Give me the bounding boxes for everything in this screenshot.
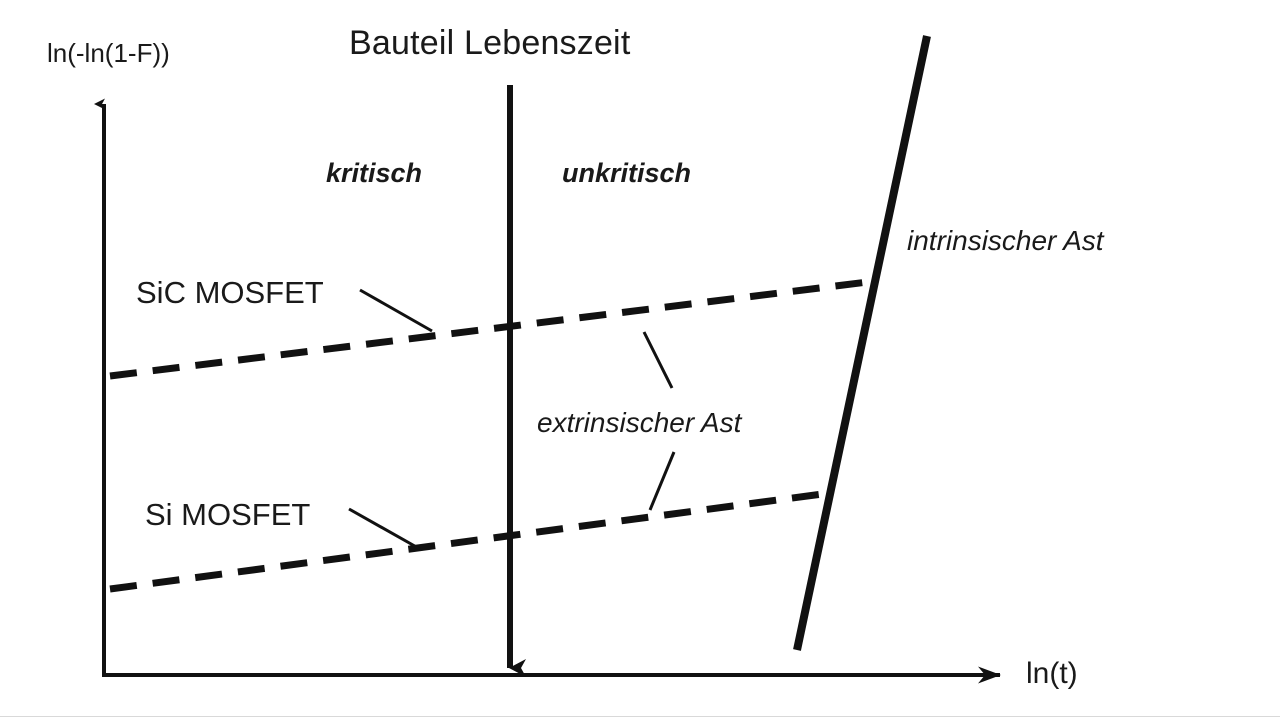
y-axis-label: ln(-ln(1-F)) <box>47 38 170 68</box>
series-line-intrinsic-branch <box>793 35 931 651</box>
figure-bottom-rule <box>0 716 1280 721</box>
branch-label-extrinsic: extrinsischer Ast <box>537 407 742 438</box>
leader-line-extrinsic-upper <box>642 331 674 389</box>
zone-label-kritisch: kritisch <box>326 158 423 188</box>
series-label-sic-mosfet: SiC MOSFET <box>136 275 324 310</box>
series-line-si-mosfet <box>109 489 831 593</box>
zone-label-unkritisch: unkritisch <box>562 158 692 188</box>
leader-line-extrinsic-lower <box>648 451 676 511</box>
leader-line-sic-mosfet <box>359 288 433 333</box>
x-axis-label: ln(t) <box>1026 657 1078 690</box>
leader-line-si-mosfet <box>348 507 421 551</box>
chart-title: Bauteil Lebenszeit <box>349 24 631 62</box>
series-label-si-mosfet: Si MOSFET <box>145 497 311 532</box>
branch-label-intrinsic: intrinsischer Ast <box>907 225 1104 256</box>
